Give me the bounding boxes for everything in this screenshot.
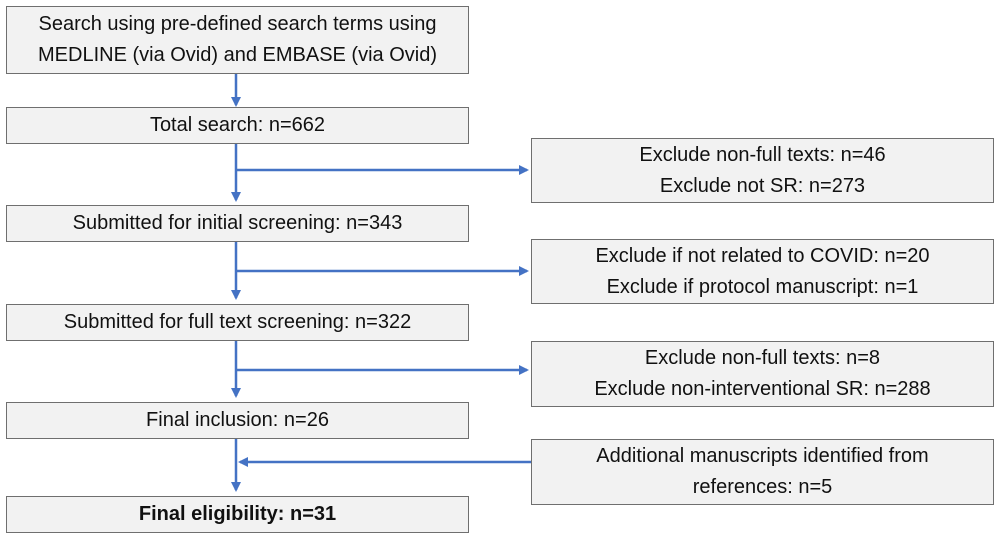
exclusion-1-line-1: Exclude non-full texts: n=46 (639, 143, 886, 166)
exclusion-2-line-2: Exclude if protocol manuscript: n=1 (606, 275, 919, 298)
full-text-screening-box: Submitted for full text screening: n=322 (6, 304, 469, 341)
search-strategy-line-1: Search using pre-defined search terms us… (38, 13, 437, 35)
search-strategy-line-2: MEDLINE (via Ovid) and EMBASE (via Ovid) (38, 44, 437, 66)
exclusion-1-line-2: Exclude not SR: n=273 (659, 174, 866, 197)
initial-screening-box: Submitted for initial screening: n=343 (6, 205, 469, 242)
initial-screening-label: Submitted for initial screening: n=343 (72, 212, 403, 234)
exclusion-box-2: Exclude if not related to COVID: n=20 Ex… (531, 239, 994, 304)
final-eligibility-label: Final eligibility: n=31 (138, 503, 337, 525)
final-inclusion-box: Final inclusion: n=26 (6, 402, 469, 439)
exclusion-2-line-1: Exclude if not related to COVID: n=20 (595, 244, 930, 267)
additional-manuscripts-box: Additional manuscripts identified from r… (531, 439, 994, 505)
exclusion-3-line-1: Exclude non-full texts: n=8 (644, 347, 881, 369)
search-strategy-box: Search using pre-defined search terms us… (6, 6, 469, 74)
total-search-label: Total search: n=662 (149, 114, 326, 136)
exclusion-box-3: Exclude non-full texts: n=8 Exclude non-… (531, 341, 994, 407)
exclusion-box-1: Exclude non-full texts: n=46 Exclude not… (531, 138, 994, 203)
additional-line-1: Additional manuscripts identified from (596, 445, 929, 467)
total-search-box: Total search: n=662 (6, 107, 469, 144)
additional-line-2: references: n=5 (692, 476, 833, 498)
exclusion-3-line-2: Exclude non-interventional SR: n=288 (594, 378, 931, 400)
final-inclusion-label: Final inclusion: n=26 (146, 409, 329, 431)
full-text-screening-label: Submitted for full text screening: n=322 (63, 311, 412, 333)
final-eligibility-box: Final eligibility: n=31 (6, 496, 469, 533)
